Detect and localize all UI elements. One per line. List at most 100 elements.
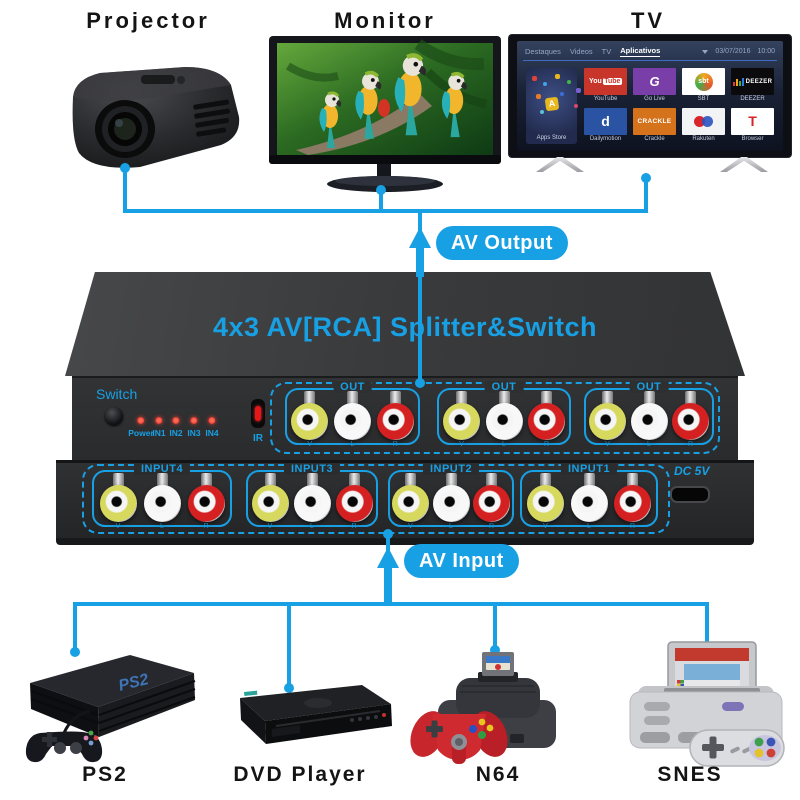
monitor-connector-dot: [376, 185, 386, 195]
app-golive: G Go Live: [633, 68, 676, 105]
input-group-1-label: INPUT1: [560, 463, 618, 475]
n64-cable: [493, 604, 497, 650]
snes-image: [629, 641, 785, 767]
projector-image: [72, 67, 240, 168]
tv-screen: Destaques Videos TV Aplicativos 03/07/20…: [517, 41, 783, 151]
dvd-cable: [287, 604, 291, 688]
rca-jack-audio-right: R: [671, 391, 711, 448]
device-title: 4x3 AV[RCA] Splitter&Switch: [212, 311, 598, 342]
tv-menu-item: TV: [601, 47, 612, 56]
rca-jack-video: V: [290, 391, 330, 448]
ps2-logo: PS2: [117, 671, 151, 695]
input-group-3-label: INPUT3: [283, 463, 341, 475]
ps2-image: PS2: [25, 655, 196, 763]
projector-label: Projector: [86, 8, 210, 33]
n64-image: [410, 652, 556, 764]
tv-leg-left: [536, 157, 584, 172]
out-section-connector-dot: [415, 378, 425, 388]
tv-menu-item: Videos: [569, 47, 593, 56]
snes-label: SNES: [657, 763, 723, 786]
projector-cable: [123, 167, 127, 211]
output-bus-line: [123, 209, 648, 213]
dc-power-label: DC 5V: [674, 464, 710, 478]
av-output-arrow: [409, 227, 431, 248]
monitor-image: [269, 36, 501, 192]
tv-leg-right: [720, 157, 768, 172]
rca-jack-audio-left: L: [292, 473, 332, 530]
input-group-4: INPUT4 V L R: [92, 463, 232, 530]
power-led: Power: [128, 417, 154, 438]
tv-menu-item-active: Aplicativos: [620, 46, 661, 57]
ir-label: IR: [253, 433, 263, 444]
rca-jack-audio-right: R: [186, 473, 226, 530]
app-browser: T Browser: [731, 107, 774, 145]
tv-cable: [644, 177, 648, 211]
rca-jack-audio-right: R: [334, 473, 374, 530]
in2-led: IN2: [169, 417, 183, 438]
av-input-arrow-stem: [384, 566, 392, 604]
projector-connector-dot: [120, 163, 130, 173]
av-output-badge: AV Output: [436, 226, 568, 260]
input-group-2: INPUT2 V L R: [388, 463, 514, 530]
splitter-bottom-edge: [56, 538, 754, 545]
tv-date: 03/07/2016: [715, 48, 751, 55]
dvd-player-image: [240, 685, 392, 744]
input-group-1: INPUT1 V L R: [520, 463, 658, 530]
rca-jack-audio-left: L: [142, 473, 182, 530]
deezer-equalizer-icon: [732, 77, 744, 86]
apps-store-glyph: A: [544, 97, 559, 112]
app-deezer: DEEZER DEEZER: [731, 68, 774, 105]
out-group-3-label: OUT: [629, 381, 669, 393]
tv-clock: 03/07/2016 10:00: [702, 48, 775, 55]
input-section-outline: [82, 464, 670, 534]
ps2-label: PS2: [82, 763, 128, 786]
rca-jack-video: V: [250, 473, 290, 530]
ir-receiver: [251, 399, 265, 428]
av-input-arrow: [377, 547, 399, 568]
n64-label: N64: [475, 763, 521, 786]
monitor-label: Monitor: [334, 8, 436, 33]
n64-connector-dot: [490, 645, 500, 655]
rakuten-logo-red-circle: [694, 115, 705, 127]
rca-jack-audio-left: L: [333, 391, 373, 448]
rakuten-logo-blue-circle: [702, 115, 713, 127]
snes-cable: [705, 604, 709, 654]
ps2-connector-dot: [70, 647, 80, 657]
switch-label: Switch: [96, 386, 138, 402]
golive-logo: G: [633, 68, 676, 95]
deezer-logo: DEEZER: [745, 78, 773, 85]
monitor-cable: [379, 189, 383, 211]
browser-logo: T: [731, 107, 774, 135]
tv-label: TV: [630, 8, 666, 33]
dailymotion-logo: d: [584, 107, 627, 135]
out-group-1: OUT V L R: [285, 381, 420, 448]
rca-jack-audio-right: R: [527, 391, 567, 448]
in1-led: IN1: [152, 417, 166, 438]
tv-image: Destaques Videos TV Aplicativos 03/07/20…: [508, 34, 792, 200]
rca-jack-video: V: [526, 473, 566, 530]
rca-jack-audio-right: R: [472, 473, 512, 530]
crackle-logo: CRACKLE: [633, 107, 676, 135]
tv-menu-divider: [523, 60, 777, 61]
rca-jack-audio-left: L: [569, 473, 609, 530]
rca-jack-video: V: [391, 473, 431, 530]
rca-jack-audio-right: R: [375, 391, 415, 448]
rca-jack-video: V: [588, 391, 628, 448]
app-dailymotion: d Dailymotion: [584, 107, 627, 145]
rca-jack-video: V: [442, 391, 482, 448]
tv-frame: Destaques Videos TV Aplicativos 03/07/20…: [508, 34, 792, 158]
rca-jack-audio-left: L: [431, 473, 471, 530]
signal-icon: [702, 49, 709, 54]
rca-jack-audio-right: R: [613, 473, 653, 530]
input-group-4-label: INPUT4: [133, 463, 191, 475]
apps-store-tile: A Apps Store: [526, 68, 581, 144]
app-crackle: CRACKLE Crackle: [633, 107, 676, 145]
input-bus-line: [73, 602, 709, 606]
out-group-1-label: OUT: [333, 381, 372, 393]
app-rakuten: Rakuten: [682, 107, 725, 145]
out-group-2: OUT V L R: [437, 381, 571, 448]
tv-connector-dot: [641, 173, 651, 183]
in4-led: IN4: [205, 417, 219, 438]
